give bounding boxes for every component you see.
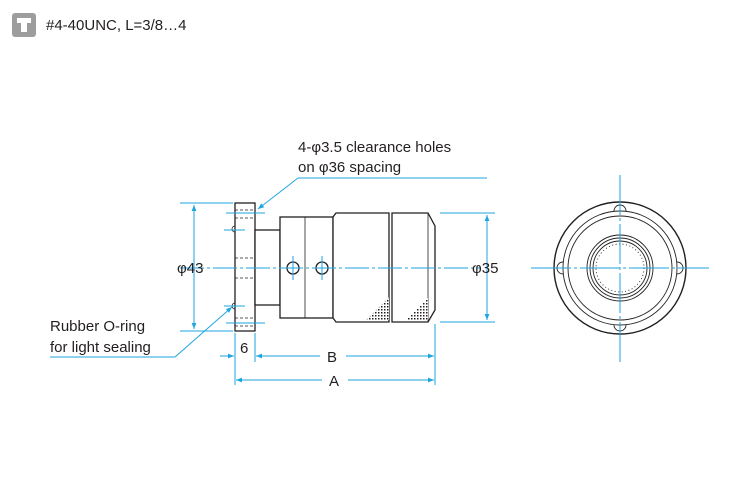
- length-b-label: B: [327, 349, 337, 366]
- end-view: [531, 175, 709, 362]
- clearance-spacing-label: on φ36 spacing: [298, 159, 401, 176]
- flange: [234, 202, 256, 332]
- clearance-holes-label: 4-φ3.5 clearance holes: [298, 139, 451, 156]
- knurl-pattern: [366, 297, 389, 320]
- hidden-holes: [235, 209, 255, 327]
- dimension-lines: [50, 177, 495, 385]
- body-diameter-label: φ35: [472, 260, 498, 277]
- oring-sealing-label: for light sealing: [50, 339, 151, 356]
- thread-spec: #4-40UNC, L=3/8…4: [46, 16, 187, 34]
- flange-diameter-label: φ43: [177, 260, 203, 277]
- oring-label: Rubber O-ring: [50, 318, 145, 335]
- flange-thickness-label: 6: [240, 340, 248, 357]
- length-a-label: A: [329, 373, 339, 390]
- header: #4-40UNC, L=3/8…4: [12, 13, 187, 37]
- tap-thread-icon: [12, 13, 36, 37]
- side-view: [231, 202, 436, 332]
- knurl-pattern: [406, 298, 428, 320]
